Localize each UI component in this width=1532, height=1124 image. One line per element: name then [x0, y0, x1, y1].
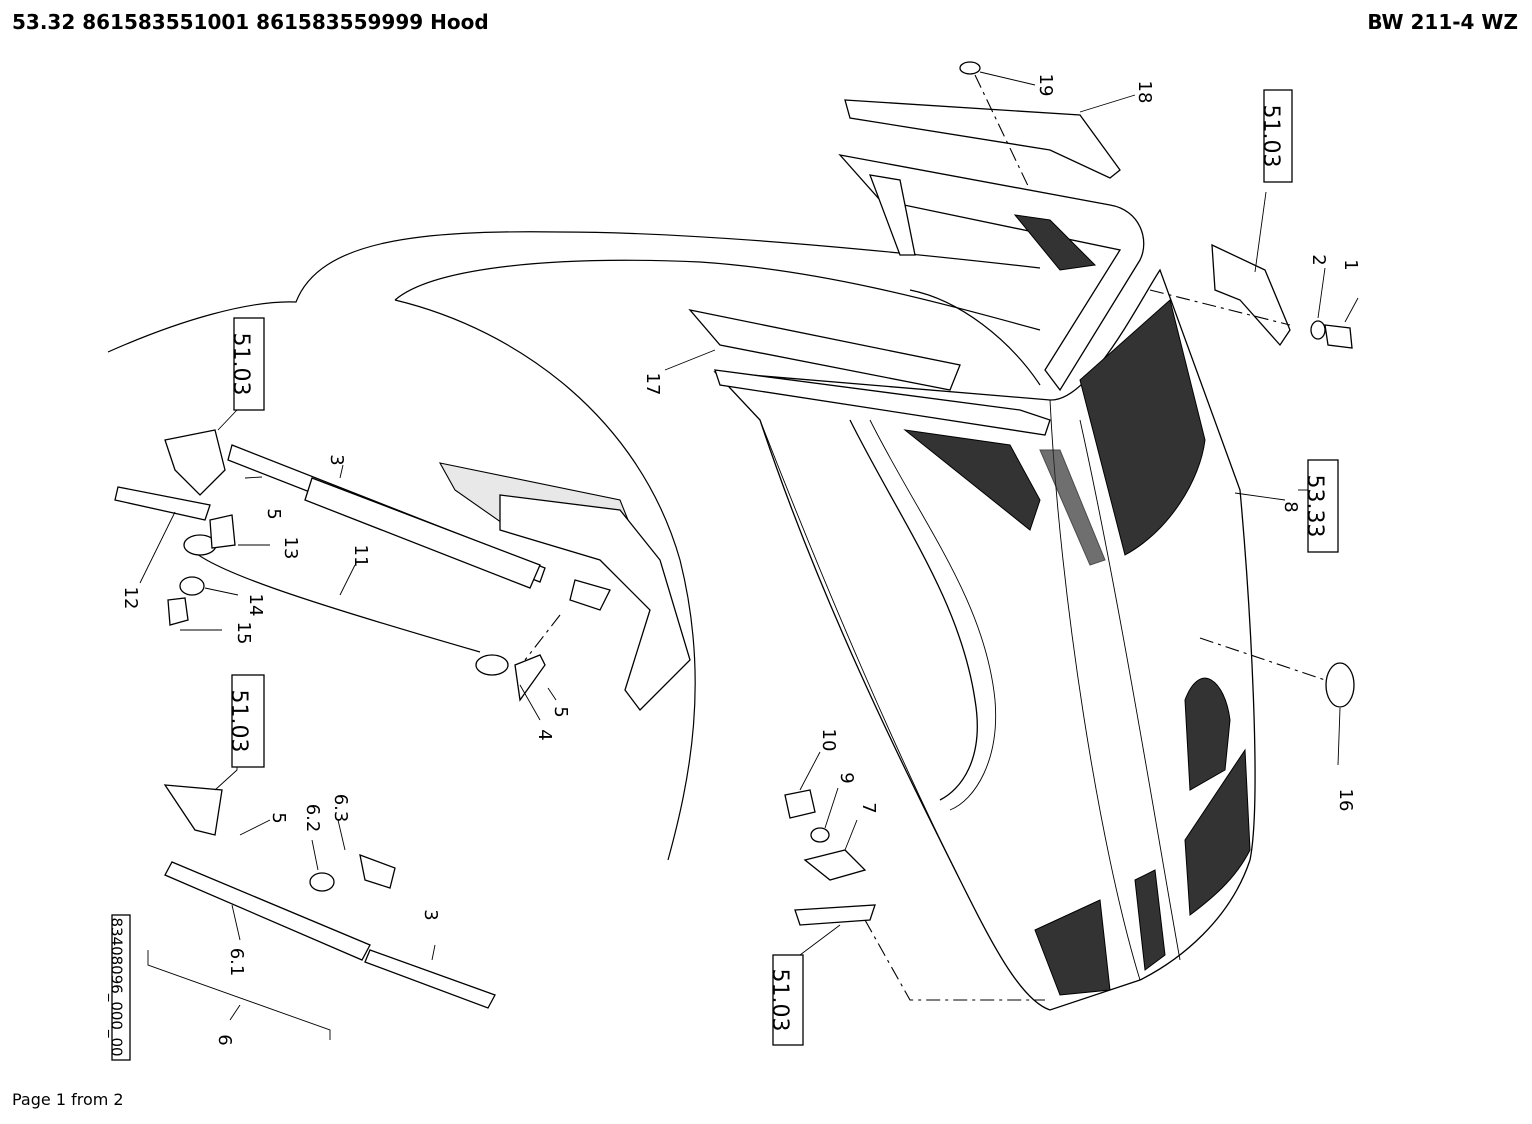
callout-16: 16: [1335, 789, 1356, 812]
reference-box-label: 51.03: [1258, 105, 1283, 168]
callout-6-1: 6.1: [226, 948, 247, 977]
reference-box-1: 51.03: [1258, 89, 1293, 183]
callout-14: 14: [245, 594, 266, 617]
callouts: 1 2 3 3 4 5 5 5 5 6 6.1 6.2 6.3 7 8 9 10…: [120, 74, 1361, 1046]
drawing-number: 83408096_000_00: [107, 917, 126, 1056]
callout-19: 19: [1035, 74, 1056, 97]
cable-11: [114, 486, 509, 676]
svg-text:51.03: 51.03: [228, 333, 253, 396]
callout-11: 11: [350, 545, 371, 568]
bracket-7-9-10: [784, 789, 1045, 1001]
frame-bracket: [438, 462, 691, 711]
plug-16: [1199, 637, 1355, 708]
cover-strip: [688, 99, 1121, 436]
callout-2: 2: [1308, 254, 1329, 265]
callout-10: 10: [818, 729, 839, 752]
callout-5a: 5: [263, 508, 284, 519]
callout-13: 13: [280, 537, 301, 560]
reference-box-5: 53.33: [1302, 459, 1339, 553]
callout-6: 6: [214, 1034, 235, 1045]
fastener-19: [959, 61, 1031, 191]
svg-text:53.33: 53.33: [1302, 475, 1327, 538]
drawing-number-box: 83408096_000_00: [107, 914, 131, 1061]
gas-strut-lower: [163, 784, 496, 1009]
reference-box-2: 51.03: [228, 317, 265, 411]
top-frame: [838, 154, 1145, 392]
callout-5b: 5: [550, 706, 571, 717]
callout-4: 4: [534, 729, 555, 740]
callout-18: 18: [1134, 81, 1155, 104]
callout-3b: 3: [420, 909, 441, 920]
callout-15: 15: [233, 622, 254, 645]
callout-7: 7: [858, 802, 879, 813]
reference-box-3: 51.03: [226, 674, 265, 768]
callout-5c: 5: [268, 812, 289, 823]
gas-strut-top: [164, 429, 546, 589]
callout-1: 1: [1340, 259, 1361, 270]
callout-8: 8: [1280, 501, 1301, 512]
callout-9: 9: [836, 772, 857, 783]
page-title: 53.32 861583551001 861583559999 Hood: [12, 10, 489, 34]
reference-box-4: 51.03: [767, 954, 804, 1046]
callout-6-2: 6.2: [302, 804, 323, 833]
page-indicator: Page 1 from 2: [12, 1090, 124, 1109]
callout-12: 12: [120, 587, 141, 610]
hinge-assembly: [1149, 243, 1353, 349]
machine-model: BW 211-4 WZ: [1367, 10, 1518, 34]
callout-6-3: 6.3: [330, 794, 351, 823]
svg-text:51.03: 51.03: [226, 690, 251, 753]
hood-body: [713, 268, 1256, 1011]
callout-17: 17: [642, 373, 663, 396]
machine-outline: [107, 231, 1041, 861]
svg-text:51.03: 51.03: [767, 969, 792, 1032]
callout-3: 3: [326, 454, 347, 465]
